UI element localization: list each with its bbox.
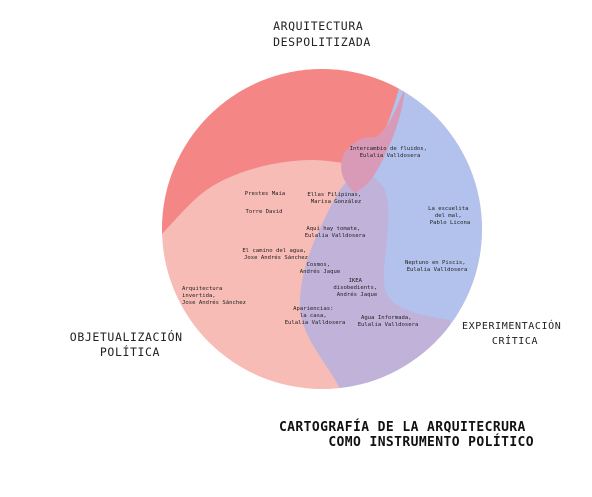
region-overlap-top-right [341, 88, 405, 193]
label-arquitectura-despolitizada: ARQUITECTURA DESPOLITIZADA [273, 19, 371, 49]
node-ellas-filipinas: Ellas Filipinas, Marisa González [307, 192, 364, 205]
node-torre-david: Torre David [245, 209, 282, 215]
circle-regions [162, 69, 482, 389]
node-intercambio-de-fluidos: Intercambio de fluidos, Eulalia Valldose… [350, 146, 431, 159]
region-overlap-left-right [300, 174, 450, 389]
node-aqui-hay-tomate: Aquí hay tomate, Eulalia Valldosera [305, 225, 366, 239]
node-agua-informada: Agua Informada, Eulalia Valldosera [358, 315, 419, 328]
node-el-camino-del-agua: El camino del agua, Jose Andrés Sánchez [242, 248, 309, 261]
label-experimentacion-critica: EXPERIMENTACIÓN CRÍTICA [462, 319, 568, 347]
node-neptuno-en-piscis: Neptuno en Piscis, Eulalia Valldosera [405, 260, 469, 273]
node-la-escuelita-del-mal: La escuelita del mal, Pablo Licona [428, 206, 472, 226]
node-cosmos: Cosmos, Andrés Jaque [300, 262, 341, 275]
diagram-title: CARTOGRAFÍA DE LA ARQUITECRURA COMO INST… [279, 419, 534, 450]
node-ikea-disobedients: IKEA disobedients, Andrés Jaque [333, 278, 380, 298]
node-prestes-maia: Prestes Maia [245, 191, 285, 197]
node-arquitectura-invertida: Arquitectura invertida, Jose Andrés Sánc… [182, 286, 246, 306]
label-objetualizacion-politica: OBJETUALIZACIÓN POLÍTICA [70, 329, 190, 359]
node-apariencias-la-casa: Apariencias: la casa, Eulalia Valldosera [285, 306, 346, 326]
